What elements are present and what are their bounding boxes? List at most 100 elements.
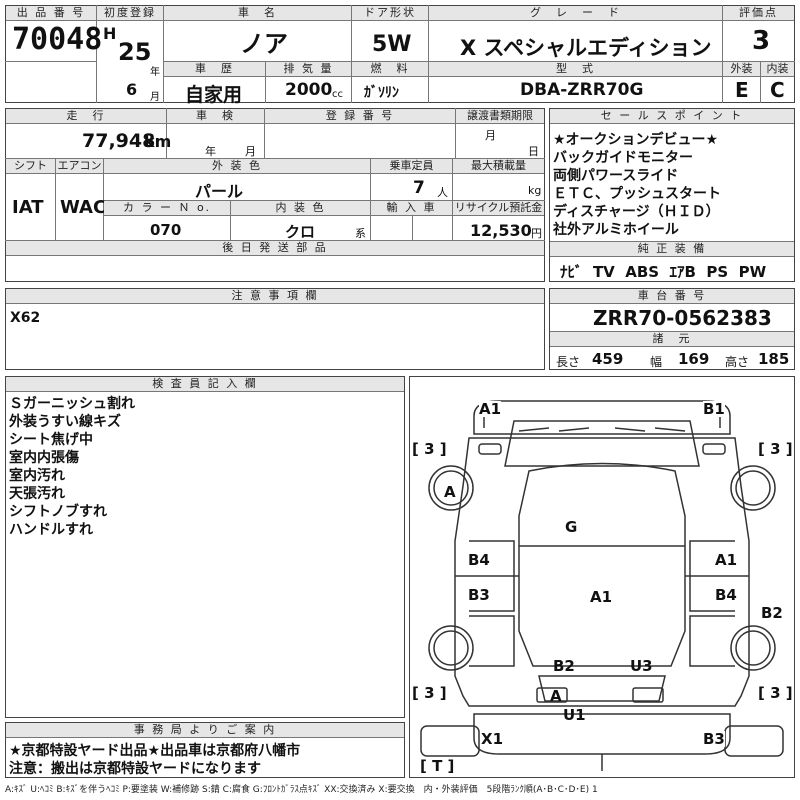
office-label: 事 務 局 よ り ご 案 内 bbox=[6, 723, 404, 738]
interior-unit: 系 bbox=[355, 227, 366, 240]
inspector-block bbox=[5, 376, 405, 718]
tire-front-right: [ 3 ] bbox=[758, 440, 793, 458]
colorno-label: カ ラ ー Ｎ o. bbox=[104, 201, 230, 216]
recycle-unit: 円 bbox=[531, 227, 542, 240]
office-block bbox=[5, 722, 405, 778]
tire-rear-right: [ 3 ] bbox=[758, 684, 793, 702]
reg-year: 25 bbox=[118, 38, 152, 66]
disp-label: 排 気 量 bbox=[266, 62, 351, 77]
details-block bbox=[5, 108, 545, 282]
inspector-line: 外装うすい線キズ bbox=[9, 414, 121, 430]
damage-u3-rear: U3 bbox=[630, 657, 653, 675]
load-unit: kg bbox=[528, 184, 542, 197]
spare-tire-t: [ T ] bbox=[420, 757, 455, 775]
inspector-label: 検 査 員 記 入 欄 bbox=[6, 377, 404, 392]
era: H bbox=[103, 24, 117, 43]
chassis-block bbox=[549, 288, 795, 370]
grade-label: グ レ ー ド bbox=[429, 6, 722, 21]
transfer-month: 月 bbox=[485, 129, 496, 142]
damage-b3-bottom: B3 bbox=[703, 730, 725, 748]
inspector-line: 室内内張傷 bbox=[9, 450, 79, 466]
lot-number: 70048 bbox=[12, 22, 103, 57]
history-label: 車 歴 bbox=[164, 62, 265, 77]
ext-score: E bbox=[735, 78, 749, 102]
ac-label: エアコン bbox=[56, 159, 103, 174]
int-score: C bbox=[770, 78, 785, 102]
doors-label: ドア形状 bbox=[352, 6, 428, 21]
grade: X スペシャルエディション bbox=[460, 36, 712, 60]
sales-point: バックガイドモニター bbox=[553, 150, 693, 166]
office-line-1: ★京都特設ヤード出品★出品車は京都府八幡市 bbox=[9, 743, 301, 759]
model: DBA-ZRR70G bbox=[520, 80, 644, 100]
history: 自家用 bbox=[185, 84, 243, 106]
damage-a1-center: A1 bbox=[590, 588, 613, 606]
damage-u1-rear: U1 bbox=[563, 706, 586, 724]
damage-wheel-a: A bbox=[444, 483, 456, 501]
int-label: 内装 bbox=[761, 62, 794, 77]
transfer-label: 譲渡書類期限 bbox=[456, 109, 544, 124]
height: 185 bbox=[758, 350, 790, 368]
sales-point: 両側パワースライド bbox=[553, 168, 679, 184]
score: 3 bbox=[752, 26, 771, 56]
height-label: 高さ bbox=[725, 355, 750, 369]
shift: IAT bbox=[12, 197, 44, 218]
damage-b2-rear: B2 bbox=[553, 657, 575, 675]
car-diagram bbox=[409, 376, 795, 778]
sales-point: 社外アルミホイール bbox=[553, 222, 679, 238]
insp-month-unit: 月 bbox=[245, 145, 256, 158]
damage-b1-top: B1 bbox=[703, 400, 725, 418]
sales-label: セ ー ル ス ポ イ ン ト bbox=[550, 109, 794, 124]
model-label: 型 式 bbox=[429, 62, 722, 77]
car-outline bbox=[420, 400, 784, 771]
sales-points: ★オークションデビュー★ バックガイドモニター 両側パワースライド ＥＴＣ、プッ… bbox=[553, 131, 721, 239]
inspection-label: 車 検 bbox=[167, 109, 264, 124]
later-parts-label: 後 日 発 送 部 品 bbox=[6, 241, 544, 256]
capacity: 7 bbox=[413, 178, 425, 198]
year-unit: 年 bbox=[150, 67, 160, 78]
shift-label: シフト bbox=[6, 159, 55, 174]
chassis-number: ZRR70-0562383 bbox=[593, 306, 772, 330]
displacement: 2000 bbox=[285, 80, 333, 100]
damage-x1: X1 bbox=[481, 730, 504, 748]
sales-point: ★オークションデビュー★ bbox=[553, 132, 719, 148]
capacity-label: 乗車定員 bbox=[371, 159, 452, 174]
equipment: ﾅﾋﾞ TV ABS ｴｱB PS PW bbox=[560, 263, 767, 281]
width: 169 bbox=[678, 350, 710, 368]
sales-block bbox=[549, 108, 795, 282]
notes-block bbox=[5, 288, 545, 370]
doors: 5W bbox=[372, 32, 412, 57]
legend: A:ｷｽﾞ U:ﾍｺﾐ B:ｷｽﾞを伴うﾍｺﾐ P:要塗装 W:補修跡 S:錆 … bbox=[5, 785, 598, 795]
length-label: 長さ bbox=[556, 355, 581, 369]
capacity-unit: 人 bbox=[437, 186, 448, 199]
plate-label: 登 録 番 号 bbox=[265, 109, 455, 124]
tire-rear-left: [ 3 ] bbox=[412, 684, 447, 702]
width-label: 幅 bbox=[650, 355, 663, 369]
disp-unit: cc bbox=[332, 89, 343, 100]
damage-b4-right: B4 bbox=[715, 586, 737, 604]
color-number: 070 bbox=[150, 221, 182, 239]
lot-label: 出 品 番 号 bbox=[6, 6, 96, 21]
damage-a1-top: A1 bbox=[479, 400, 502, 418]
insp-year-unit: 年 bbox=[205, 145, 216, 158]
damage-a1-right: A1 bbox=[715, 551, 738, 569]
mileage-label: 走 行 bbox=[6, 109, 166, 124]
load-label: 最大積載量 bbox=[453, 159, 544, 174]
car-name: ノア bbox=[240, 30, 288, 58]
first-reg-label: 初度登録 bbox=[97, 6, 163, 21]
name-label: 車 名 bbox=[164, 6, 351, 21]
damage-b3-left: B3 bbox=[468, 586, 490, 604]
inspector-line: 室内汚れ bbox=[9, 468, 65, 484]
fuel-label: 燃 料 bbox=[352, 62, 428, 77]
damage-a-rear: A bbox=[550, 687, 562, 705]
reg-month: 6 bbox=[126, 80, 138, 99]
mileage-unit: km bbox=[144, 132, 172, 151]
notes-text: X62 bbox=[10, 310, 41, 326]
month-unit: 月 bbox=[150, 92, 160, 103]
chassis-label: 車 台 番 号 bbox=[550, 289, 794, 304]
interior-color: クロ bbox=[285, 223, 316, 241]
inspector-line: 天張汚れ bbox=[9, 486, 65, 502]
color: パール bbox=[195, 182, 244, 201]
damage-b2-right: B2 bbox=[761, 604, 783, 622]
notes-label: 注 意 事 項 欄 bbox=[6, 289, 544, 304]
score-label: 評価点 bbox=[723, 6, 794, 21]
